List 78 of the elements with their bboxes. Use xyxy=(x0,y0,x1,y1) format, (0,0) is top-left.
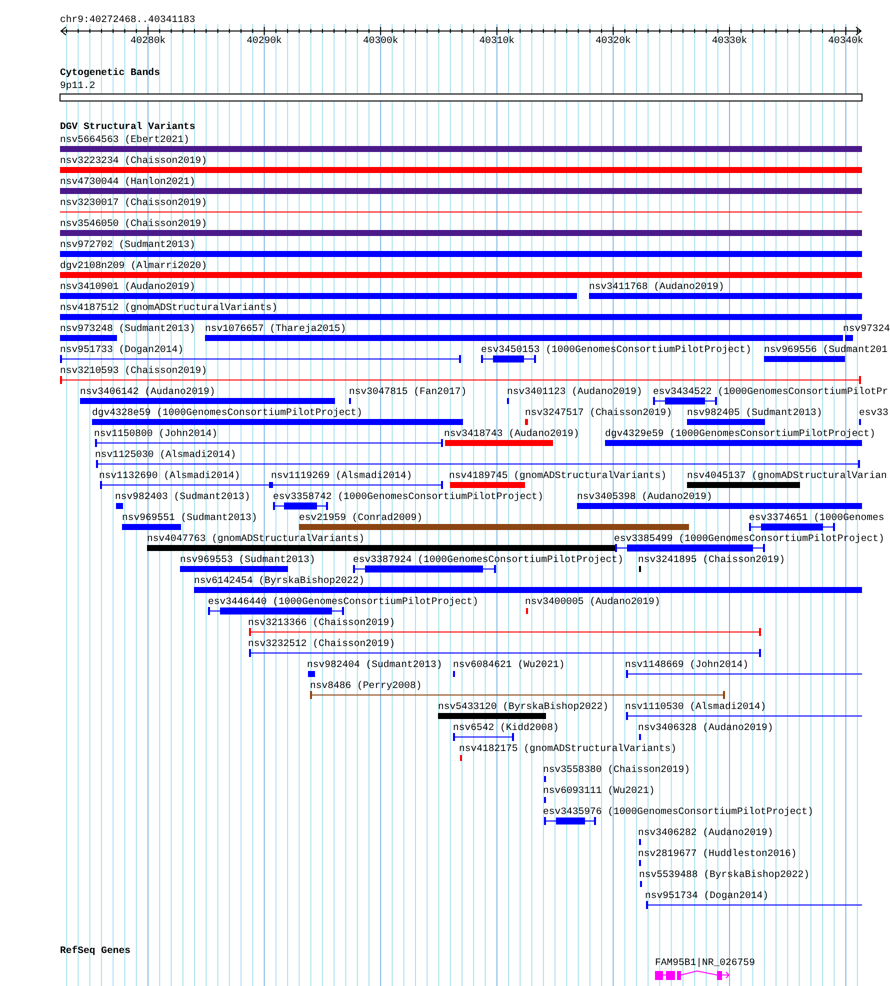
feature-label: nsv8486 (Perry2008) xyxy=(310,680,422,692)
feature-label: 40320k xyxy=(596,35,631,47)
feature-label: nsv3400005 (Audano2019) xyxy=(525,596,660,608)
feature-label: FAM95B1|NR_026759 xyxy=(655,957,755,969)
feature-label: nsv3047815 (Fan2017) xyxy=(349,386,467,398)
feature-label: 40290k xyxy=(246,35,282,47)
feature-label: nsv3223234 (Chaisson2019) xyxy=(60,155,207,167)
feature-label: esv3435976 (1000GenomesConsortiumPilotProject) xyxy=(543,806,814,818)
feature-label: nsv4182175 (gnomADStructuralVariants) xyxy=(459,743,677,755)
feature-label: nsv3546050 (Chaisson2019) xyxy=(60,218,207,230)
feature-label: nsv1110530 (Alsmadi2014) xyxy=(625,701,766,713)
feature-label: nsv5433120 (ByrskaBishop2022) xyxy=(438,701,608,713)
feature-label: esv3450153 (1000GenomesConsortiumPilotProject) xyxy=(481,344,752,356)
feature-label: nsv951734 (Dogan2014) xyxy=(645,890,768,902)
feature-label: nsv3401123 (Audano2019) xyxy=(507,386,642,398)
feature-label: nsv951733 (Dogan2014) xyxy=(60,344,184,356)
feature-label: nsv3230017 (Chaisson2019) xyxy=(60,197,207,209)
feature-label: nsv3405398 (Audano2019) xyxy=(577,491,712,503)
feature-label: nsv1132690 (Alsmadi2014) xyxy=(99,470,240,482)
feature-label: nsv3406282 (Audano2019) xyxy=(638,827,774,839)
feature-label: esv3385499 (1000GenomesConsortiumPilotProject) xyxy=(614,533,884,545)
feature-label: nsv3213366 (Chaisson2019) xyxy=(248,617,395,629)
feature-label: dgv2108n209 (Almarri2020) xyxy=(60,260,207,272)
feature-label: nsv4187512 (gnomADStructuralVariants) xyxy=(60,302,278,314)
feature-label: esv3387924 (1000GenomesConsortiumPilotProject) xyxy=(353,554,624,566)
feature-label: nsv6542 (Kidd2008) xyxy=(453,722,559,734)
track-heading: Cytogenetic Bands xyxy=(60,67,160,79)
feature-label: nsv6093111 (Wu2021) xyxy=(543,785,655,797)
feature-label: 40300k xyxy=(362,35,398,47)
feature-label: nsv3411768 (Audano2019) xyxy=(589,281,724,293)
feature-label: nsv4045137 (gnomADStructuralVarian xyxy=(687,470,887,482)
feature-label: nsv3406328 (Audano2019) xyxy=(638,722,774,734)
feature-label: nsv982403 (Sudmant2013) xyxy=(115,491,250,503)
feature-label: nsv3232512 (Chaisson2019) xyxy=(248,638,395,650)
feature-label: nsv969551 (Sudmant2013) xyxy=(122,512,258,524)
feature-label: nsv969553 (Sudmant2013) xyxy=(180,554,316,566)
feature-label: esv21959 (Conrad2009) xyxy=(299,512,422,524)
feature-label: nsv6084621 (Wu2021) xyxy=(453,659,565,671)
feature-label: nsv3410901 (Audano2019) xyxy=(60,281,196,293)
feature-label: 40280k xyxy=(130,35,166,47)
feature-label: nsv5664563 (Ebert2021) xyxy=(60,134,190,146)
feature-label: nsv3247517 (Chaisson2019) xyxy=(525,407,672,419)
feature-label: nsv4047763 (gnomADStructuralVariants) xyxy=(147,533,365,545)
feature-label: nsv3418743 (Audano2019) xyxy=(444,428,580,440)
feature-label: 40330k xyxy=(712,35,748,47)
feature-label: nsv1119269 (Alsmadi2014) xyxy=(271,470,412,482)
feature-label: esv33 xyxy=(859,407,888,419)
feature-label: nsv1148669 (John2014) xyxy=(625,659,748,671)
feature-label: esv3446440 (1000GenomesConsortiumPilotProject) xyxy=(208,596,478,608)
feature-label: nsv1150800 (John2014) xyxy=(94,428,218,440)
feature-label: nsv982404 (Sudmant2013) xyxy=(307,659,442,671)
feature-label: esv3374651 (1000Genomes xyxy=(749,512,884,524)
feature-label: 9p11.2 xyxy=(60,80,96,92)
feature-label: nsv6142454 (ByrskaBishop2022) xyxy=(194,575,364,587)
feature-label: esv3358742 (1000GenomesConsortiumPilotProject) xyxy=(273,491,544,503)
feature-label: 40310k xyxy=(479,35,515,47)
feature-label: nsv3406142 (Audano2019) xyxy=(80,386,216,398)
track-heading: RefSeq Genes xyxy=(60,945,131,957)
feature-label: nsv97324 xyxy=(843,323,890,335)
track-heading: DGV Structural Variants xyxy=(60,121,196,133)
feature-label: 40340k xyxy=(828,35,864,47)
feature-label: chr9:40272468..40341183 xyxy=(60,14,196,26)
feature-label: nsv3558380 (Chaisson2019) xyxy=(543,764,690,776)
feature-label: nsv3241895 (Chaisson2019) xyxy=(638,554,785,566)
feature-label: nsv973248 (Sudmant2013) xyxy=(60,323,196,335)
feature-label: nsv4189745 (gnomADStructuralVariants) xyxy=(449,470,667,482)
feature-label: nsv982405 (Sudmant2013) xyxy=(687,407,822,419)
feature-label: dgv4329e59 (1000GenomesConsortiumPilotProject) xyxy=(605,428,876,440)
feature-label: nsv1076657 (Thareja2015) xyxy=(205,323,346,335)
feature-label: nsv1125030 (Alsmadi2014) xyxy=(95,449,236,461)
feature-label: dgv4328e59 (1000GenomesConsortiumPilotProject) xyxy=(92,407,362,419)
feature-label: esv3434522 (1000GenomesConsortiumPilotPr xyxy=(653,386,888,398)
feature-label: nsv969556 (Sudmant201 xyxy=(764,344,888,356)
feature-label: nsv4730044 (Hanlon2021) xyxy=(60,176,196,188)
feature-label: nsv3210593 (Chaisson2019) xyxy=(60,365,207,377)
feature-label: nsv5539488 (ByrskaBishop2022) xyxy=(639,869,810,881)
feature-label: nsv972702 (Sudmant2013) xyxy=(60,239,196,251)
feature-label: nsv2819677 (Huddleston2016) xyxy=(638,848,797,860)
